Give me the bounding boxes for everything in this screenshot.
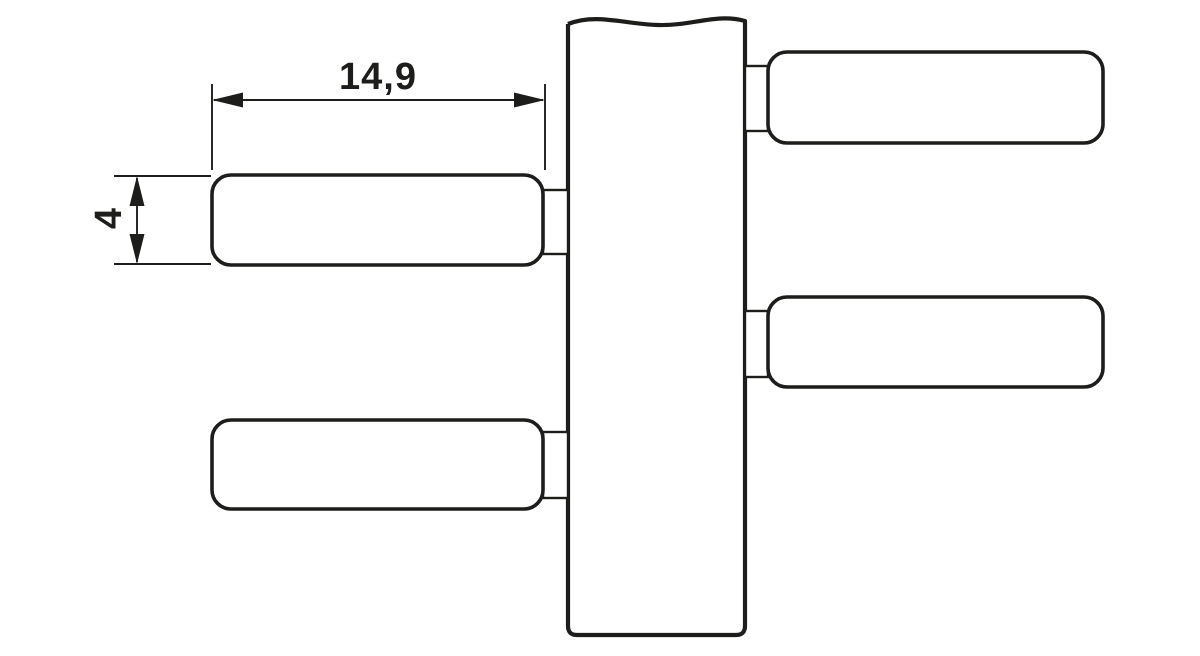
arrowhead-up-icon [129, 176, 145, 206]
pin-right-top [766, 50, 1105, 145]
arrowhead-left-icon [212, 92, 243, 108]
arrowhead-right-icon [514, 92, 545, 108]
pin-connector-left-top [541, 188, 570, 256]
pin-left-bottom [210, 418, 545, 511]
dimension-width: 14,9 [211, 56, 546, 170]
arrowhead-down-icon [129, 234, 145, 264]
connector-body [565, 16, 748, 638]
dimension-width-label: 14,9 [339, 56, 417, 98]
dimension-height-label: 4 [88, 207, 130, 229]
pin-connector-right-middle [743, 309, 770, 379]
pin-connector-right-top [743, 64, 770, 133]
pin-connector-left-bottom [541, 430, 570, 500]
pin-right-middle [766, 295, 1105, 389]
pin-left-top [210, 173, 545, 267]
dimension-height: 4 [88, 175, 211, 265]
